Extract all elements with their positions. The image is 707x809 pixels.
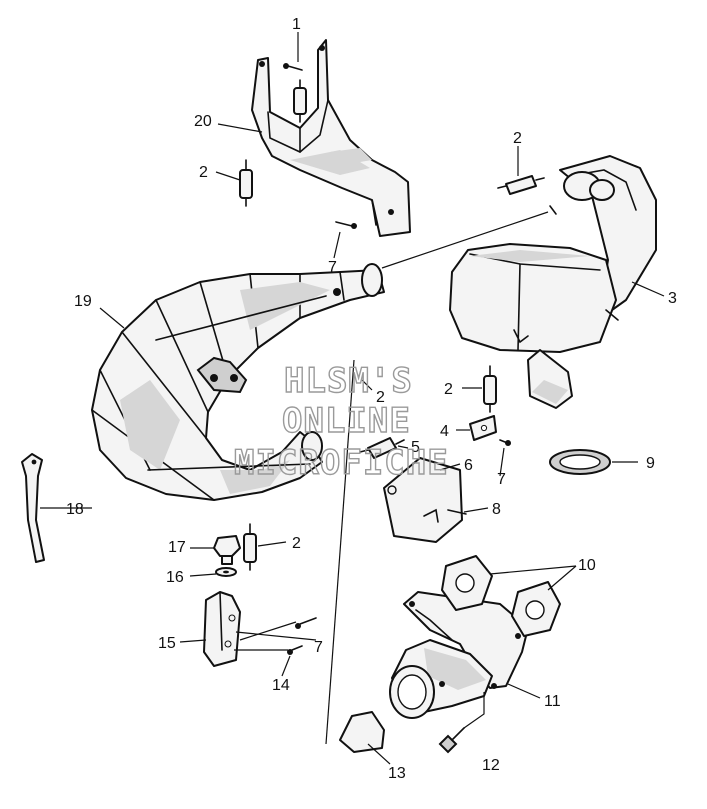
callout-6: 6 bbox=[464, 457, 473, 474]
callout-12: 12 bbox=[482, 757, 500, 774]
expansion-chamber bbox=[91, 263, 385, 501]
callout-8: 8 bbox=[492, 501, 501, 518]
spring-5 bbox=[359, 437, 405, 459]
screw-7-top bbox=[335, 221, 357, 229]
mounting-bracket bbox=[251, 39, 411, 237]
callout-13: 13 bbox=[388, 765, 406, 782]
strap-18 bbox=[21, 453, 45, 563]
callout-7-lower: 7 bbox=[314, 639, 323, 656]
callout-labels: 1 20 2 2 3 7 19 2 2 4 5 6 7 8 9 10 11 12… bbox=[66, 16, 677, 782]
callout-2-lower-left: 2 bbox=[292, 535, 301, 552]
watermark-line-1: HLSM'S bbox=[284, 361, 413, 401]
watermark-line-3: MICROFICHE bbox=[234, 443, 449, 483]
bracket-15 bbox=[203, 591, 241, 667]
callout-20: 20 bbox=[194, 113, 212, 130]
callout-19: 19 bbox=[74, 293, 92, 310]
small-bracket-4 bbox=[469, 415, 497, 441]
screw-14 bbox=[287, 645, 303, 655]
callout-16: 16 bbox=[166, 569, 184, 586]
callout-5: 5 bbox=[411, 439, 420, 456]
watermark: HLSM'S ONLINE MICROFICHE bbox=[233, 360, 449, 483]
spring-left bbox=[239, 159, 253, 207]
callout-2-center: 2 bbox=[376, 389, 385, 406]
grommet-9 bbox=[549, 449, 611, 475]
screw-7-lower bbox=[295, 617, 317, 629]
callout-14: 14 bbox=[272, 677, 290, 694]
callout-18: 18 bbox=[66, 501, 84, 518]
silencer bbox=[449, 155, 657, 409]
callout-7-top: 7 bbox=[328, 259, 337, 276]
callout-17: 17 bbox=[168, 539, 186, 556]
callout-7-mid: 7 bbox=[497, 471, 506, 488]
spring-top-right bbox=[497, 175, 545, 195]
callout-2-left: 2 bbox=[199, 164, 208, 181]
watermark-line-2: ONLINE bbox=[282, 401, 411, 441]
assembly-lines bbox=[234, 211, 549, 745]
cap-13 bbox=[339, 711, 385, 753]
callout-15: 15 bbox=[158, 635, 176, 652]
spring-center-right bbox=[483, 365, 497, 413]
callout-11: 11 bbox=[544, 693, 561, 710]
callout-2-top-right: 2 bbox=[513, 130, 522, 147]
callout-4: 4 bbox=[440, 423, 449, 440]
spring-lower-left bbox=[243, 523, 257, 571]
exhaust-manifold bbox=[389, 591, 529, 719]
gasket-10-right bbox=[511, 581, 561, 637]
washer-16 bbox=[215, 567, 237, 577]
callout-10: 10 bbox=[578, 557, 596, 574]
callout-3: 3 bbox=[668, 290, 677, 307]
callout-leaders bbox=[40, 32, 665, 765]
rubber-mount-17 bbox=[213, 535, 241, 565]
gasket-10-left bbox=[441, 555, 493, 611]
callout-9: 9 bbox=[646, 455, 655, 472]
spring-bracket bbox=[293, 79, 307, 123]
screw-1 bbox=[283, 63, 303, 71]
callout-1: 1 bbox=[292, 16, 301, 33]
callout-2-center-right: 2 bbox=[444, 381, 453, 398]
heat-shield-plate bbox=[383, 457, 467, 543]
bolt-12 bbox=[438, 692, 485, 754]
screw-7-mid bbox=[499, 439, 511, 446]
